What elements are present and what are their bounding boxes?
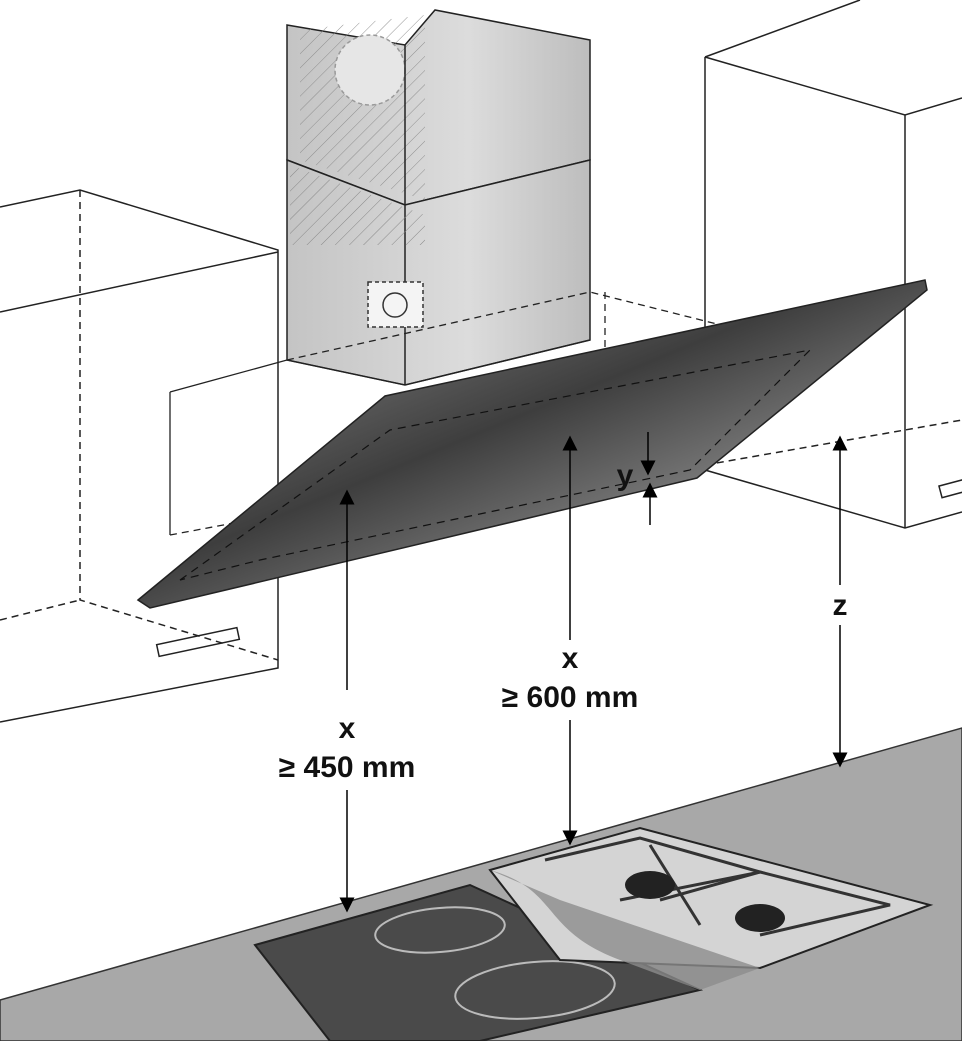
right-wall-cabinet xyxy=(704,0,962,529)
x-left-symbol: x xyxy=(339,712,356,745)
chimney-upper xyxy=(286,9,591,206)
ceramic-hob xyxy=(253,883,704,1041)
x-center-value: ≥ 600 mm xyxy=(502,681,639,714)
gas-burner-2 xyxy=(735,904,785,932)
x-center-symbol: x xyxy=(562,642,579,675)
x-left-value: ≥ 450 mm xyxy=(279,751,416,784)
dimension-arrows xyxy=(339,432,848,913)
electrical-socket xyxy=(367,281,424,328)
gas-hob xyxy=(488,826,934,990)
socket-icon xyxy=(382,292,408,318)
y-symbol: y xyxy=(617,459,634,492)
gas-burner-1 xyxy=(625,871,675,899)
left-wall-cabinet xyxy=(0,189,279,723)
hood-glass-canopy xyxy=(136,279,928,609)
z-symbol: z xyxy=(833,589,848,622)
